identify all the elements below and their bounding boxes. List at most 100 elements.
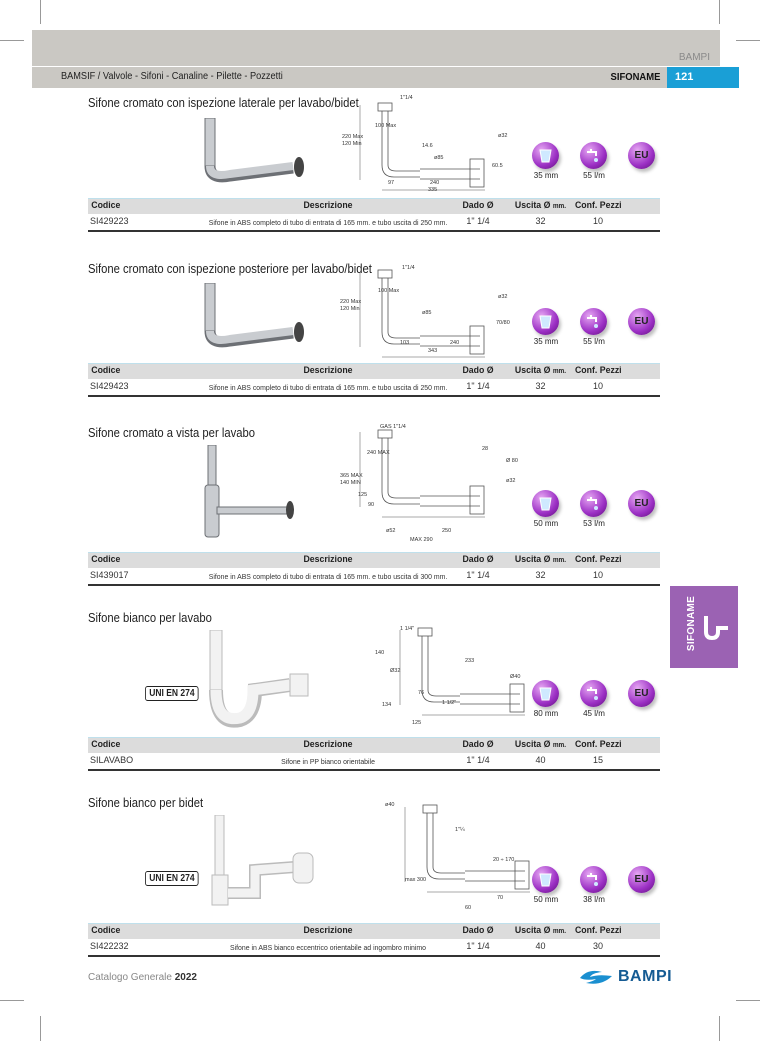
- cell-uscita: 32: [535, 381, 546, 391]
- cell-dado: 1" 1/4: [466, 570, 490, 580]
- eu-label: EU: [634, 688, 649, 699]
- dimension-label: ø85: [422, 310, 432, 316]
- column-header-codice: Codice: [91, 365, 121, 376]
- cell-uscita: 32: [535, 216, 546, 226]
- dimension-label: 1"¼: [455, 827, 465, 833]
- crop-mark: [719, 1016, 720, 1041]
- side-tab-sifoname[interactable]: SIFONAME: [670, 586, 738, 668]
- dimension-label: 60.5: [492, 163, 503, 169]
- table-row[interactable]: SI429423 Sifone in ABS completo di tubo d…: [88, 380, 660, 397]
- crop-mark: [736, 40, 760, 41]
- tap-icon: [580, 866, 607, 893]
- dimension-label: 28: [482, 446, 489, 452]
- column-header-uscita: Uscita Ø mm.: [511, 925, 571, 936]
- icon-caption: 50 mm: [533, 519, 559, 528]
- cell-codice: SI439017: [90, 570, 129, 580]
- dimension-label: 250: [442, 528, 452, 534]
- cup-icon: [532, 866, 559, 893]
- icon-caption: 35 mm: [533, 337, 559, 346]
- table-row[interactable]: SI439017 Sifone in ABS completo di tubo d…: [88, 569, 660, 586]
- cell-uscita: 32: [535, 570, 546, 580]
- dimension-label: 90: [368, 502, 375, 508]
- dimension-label: 1"1/4: [402, 265, 415, 271]
- cell-codice: SI422232: [90, 941, 129, 951]
- dimension-label: 120 Min: [342, 141, 362, 147]
- crop-mark: [736, 1000, 760, 1001]
- column-header-codice: Codice: [91, 554, 121, 565]
- cell-descrizione: Sifone in ABS completo di tubo di entrat…: [208, 383, 448, 392]
- column-header-uscita-unit: mm.: [552, 368, 567, 375]
- dimension-label: Ø 80: [506, 458, 518, 464]
- tap-icon: [580, 680, 607, 707]
- crop-mark: [0, 40, 24, 41]
- column-header-uscita-label: Uscita Ø: [514, 365, 551, 376]
- crop-mark: [719, 0, 720, 24]
- cell-dado: 1" 1/4: [466, 216, 490, 226]
- eu-icon: EU: [628, 490, 655, 517]
- dimension-label: 76: [418, 690, 425, 696]
- cell-conf: 10: [592, 216, 603, 226]
- eu-label: EU: [634, 498, 649, 509]
- column-header-uscita-unit: mm.: [552, 203, 567, 210]
- column-header-dado: Dado Ø: [462, 554, 494, 565]
- dimension-label: 103: [400, 340, 410, 346]
- dimension-label: 240: [430, 180, 440, 186]
- dimension-label: Ø40: [510, 674, 521, 680]
- dimension-label: ø32: [498, 294, 508, 300]
- product-image: [195, 117, 325, 193]
- icon-caption: 35 mm: [533, 171, 559, 180]
- footer-catalog: Catalogo Generale 2022: [88, 972, 197, 983]
- product-title: Sifone cromato con ispezione laterale pe…: [88, 96, 359, 110]
- dimension-label: 140: [375, 650, 385, 656]
- cell-descrizione: Sifone in ABS completo di tubo di entrat…: [208, 572, 448, 581]
- footer-catalog-label: Catalogo Generale: [88, 972, 172, 983]
- bampi-logo: BAMPI: [578, 968, 672, 986]
- section-title: SIFONAME: [610, 71, 660, 83]
- page-number: 121: [667, 67, 739, 88]
- dimension-label: 140 MIN: [340, 480, 361, 486]
- eu-label: EU: [634, 316, 649, 327]
- cell-conf: 30: [592, 941, 603, 951]
- cell-conf: 10: [592, 381, 603, 391]
- column-header-conf: Conf. Pezzi: [575, 925, 622, 936]
- cell-codice: SI429423: [90, 381, 129, 391]
- eu-icon: EU: [628, 680, 655, 707]
- standard-badge: UNI EN 274: [145, 686, 199, 701]
- dimension-label: 125: [358, 492, 368, 498]
- column-header-dado: Dado Ø: [462, 365, 494, 376]
- product-image: [195, 444, 325, 550]
- column-header-conf: Conf. Pezzi: [575, 739, 622, 750]
- crop-mark: [0, 1000, 24, 1001]
- cell-conf: 15: [592, 755, 603, 765]
- column-header-uscita: Uscita Ø mm.: [511, 365, 571, 376]
- dimension-label: 220 Max: [342, 134, 364, 140]
- column-header-conf: Conf. Pezzi: [575, 200, 622, 211]
- dimension-label: 20 ÷ 170: [493, 857, 515, 863]
- column-header-codice: Codice: [91, 925, 121, 936]
- cell-codice: SI429223: [90, 216, 129, 226]
- eu-icon: EU: [628, 142, 655, 169]
- column-header-descrizione: Descrizione: [303, 925, 353, 936]
- breadcrumb: BAMSIF / Valvole - Sifoni - Canaline - P…: [61, 71, 283, 82]
- product-title: Sifone bianco per lavabo: [88, 611, 212, 625]
- cup-icon: [532, 490, 559, 517]
- eu-icon: EU: [628, 866, 655, 893]
- crop-mark: [40, 1016, 41, 1041]
- column-header-dado: Dado Ø: [462, 200, 494, 211]
- column-header-uscita-label: Uscita Ø: [514, 200, 551, 211]
- column-header-codice: Codice: [91, 739, 121, 750]
- standard-badge: UNI EN 274: [145, 871, 199, 886]
- dimension-label: 100 Max: [378, 288, 400, 294]
- cell-conf: 10: [592, 570, 603, 580]
- siphon-icon: [704, 616, 728, 641]
- column-header-codice: Codice: [91, 200, 121, 211]
- crop-mark: [40, 0, 41, 24]
- cup-icon: [532, 142, 559, 169]
